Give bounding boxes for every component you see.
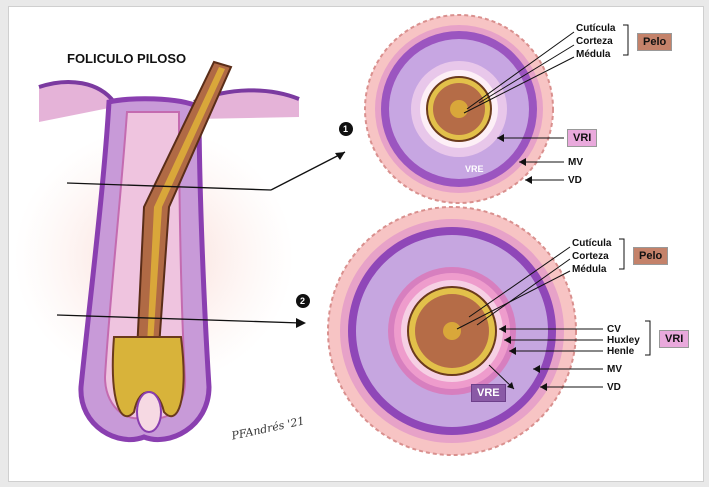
cs2-label-henle: Henle xyxy=(607,346,634,357)
diagram-title: FOLICULO PILOSO xyxy=(67,51,186,66)
dermal-papilla xyxy=(137,392,161,432)
cs2-label-huxley: Huxley xyxy=(607,335,640,346)
marker-1-label: 1 xyxy=(343,124,348,135)
epidermis-left xyxy=(39,82,114,122)
cs2-bracket-vri xyxy=(645,321,650,355)
longitudinal-follicle xyxy=(14,62,345,440)
cs2-tag-pelo: Pelo xyxy=(633,247,668,265)
cs1-label-medula: Médula xyxy=(576,49,610,60)
cs2-bracket-pelo xyxy=(619,239,624,269)
arrow-head-2 xyxy=(296,318,306,328)
cs1-bracket xyxy=(623,25,628,55)
cs1-label-corteza: Corteza xyxy=(576,36,613,47)
cs1-medulla xyxy=(450,100,468,118)
cs1-label-mv: MV xyxy=(568,157,583,168)
cs2-label-mv: MV xyxy=(607,364,622,375)
marker-2-label: 2 xyxy=(300,296,305,307)
cs2-label-cuticula: Cutícula xyxy=(572,238,611,249)
cs2-tag-vre: VRE xyxy=(471,384,506,402)
cs1-label-cuticula: Cutícula xyxy=(576,23,615,34)
cs1-label-vd: VD xyxy=(568,175,582,186)
cs2-medulla xyxy=(443,322,461,340)
cs1-arrow-vd xyxy=(525,176,532,184)
cs2-tag-vri: VRI xyxy=(659,330,689,348)
cs1-tag-pelo: Pelo xyxy=(637,33,672,51)
figure-frame: FOLICULO PILOSO 1 2 Cutícula Corteza Méd… xyxy=(8,6,704,482)
cs2-label-medula: Médula xyxy=(572,264,606,275)
cs2-label-cv: CV xyxy=(607,324,621,335)
cs1-tag-vri: VRI xyxy=(567,129,597,147)
cs1-label-vre: VRE xyxy=(465,164,484,175)
cs2-label-corteza: Corteza xyxy=(572,251,609,262)
arrow-line-1 xyxy=(271,152,345,190)
cs2-label-vd: VD xyxy=(607,382,621,393)
